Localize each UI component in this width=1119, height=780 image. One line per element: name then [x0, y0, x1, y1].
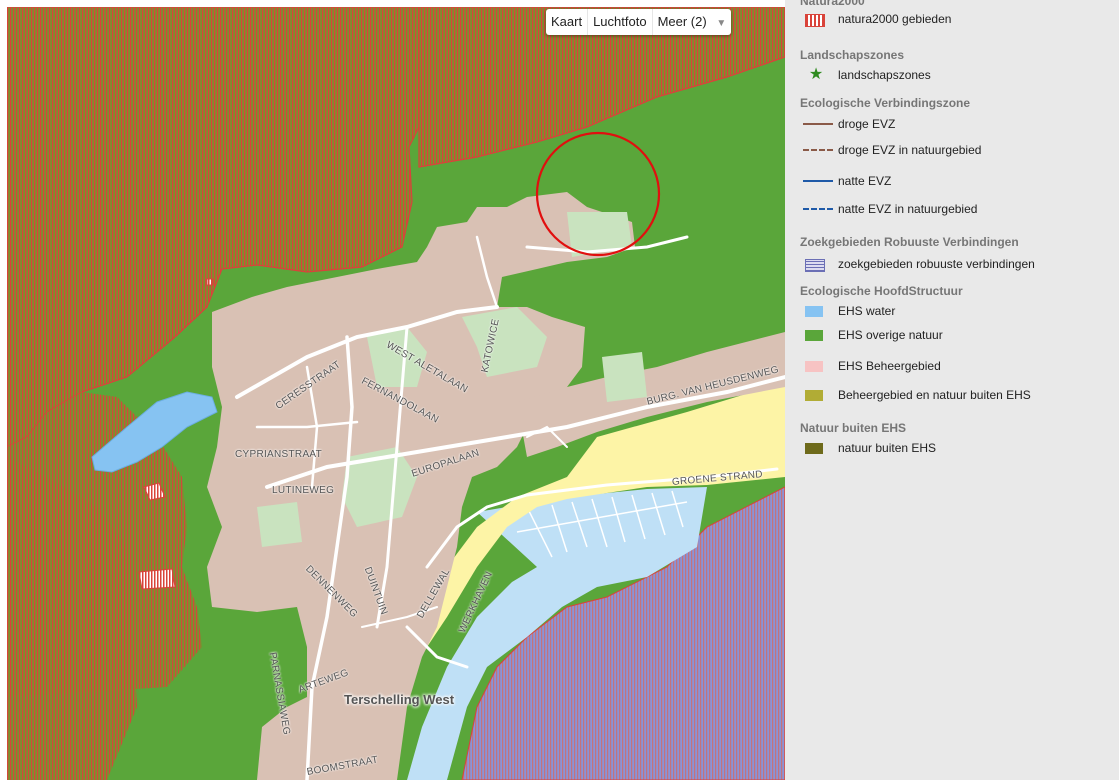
place-name: Terschelling West	[344, 692, 455, 707]
legend-item-natuur-buiten: natuur buiten EHS	[803, 440, 936, 456]
street-label: LUTINEWEG	[272, 485, 335, 496]
legend-item-ehs-beheer: EHS Beheergebied	[803, 358, 941, 374]
legend-item-label: natura2000 gebieden	[838, 12, 952, 26]
legend-group-title: Ecologische HoofdStructuur	[800, 284, 963, 298]
legend-item-label: EHS water	[838, 304, 896, 318]
legend-item-label: landschapszones	[838, 68, 931, 82]
map-canvas[interactable]: Kaart Luchtfoto Meer (2) ▼ WEST ALETALAA…	[7, 7, 785, 780]
map-layers	[7, 7, 785, 780]
legend-item-droge-evz-natuur: droge EVZ in natuurgebied	[803, 142, 981, 158]
beach-area	[417, 382, 785, 647]
striped-purple-box-icon	[803, 257, 829, 272]
roads	[235, 235, 785, 780]
map-type-control: Kaart Luchtfoto Meer (2) ▼	[546, 9, 732, 35]
luchtfoto-button[interactable]: Luchtfoto	[587, 9, 652, 35]
meer-label: Meer (2)	[657, 14, 707, 29]
legend-item-label: zoekgebieden robuuste verbindingen	[838, 257, 1035, 271]
legend-item-droge-evz: droge EVZ	[803, 116, 895, 132]
built-up-east	[517, 332, 785, 457]
legend-item-label: droge EVZ in natuurgebied	[838, 143, 982, 157]
color-box-icon	[803, 328, 829, 342]
legend-item-label: natte EVZ	[838, 174, 892, 188]
color-box-icon	[803, 304, 829, 318]
solid-brown-line-icon	[803, 117, 833, 131]
legend-group-title: Landschapszones	[800, 48, 905, 62]
legend-group-title: Natuur buiten EHS	[800, 421, 907, 435]
legend-group-title: Natura2000	[800, 0, 865, 8]
legend-item-label: natuur buiten EHS	[838, 441, 937, 455]
legend-item-natura2000: natura2000 gebieden	[803, 11, 951, 27]
legend-group-title: Ecologische Verbindingszone	[800, 96, 971, 110]
street-label: CYPRIANSTRAAT	[235, 449, 323, 460]
legend-item-ehs-water: EHS water	[803, 303, 895, 319]
legend-item-label: EHS Beheergebied	[838, 359, 941, 373]
color-box-icon	[803, 441, 829, 455]
color-box-icon	[803, 388, 829, 402]
legend-item-landschapszones: ★ landschapszones	[803, 67, 931, 83]
legend-panel: Natura2000 natura2000 gebieden Landschap…	[785, 0, 1119, 780]
color-box-icon	[803, 359, 829, 373]
green-star-icon: ★	[808, 66, 824, 83]
meer-dropdown[interactable]: Meer (2) ▼	[651, 9, 732, 35]
highlight-circle	[535, 131, 661, 257]
harbour-water	[407, 487, 707, 780]
dashed-blue-line-icon	[803, 202, 833, 216]
chevron-down-icon: ▼	[716, 18, 727, 29]
legend-item-ehs-overige: EHS overige natuur	[803, 327, 943, 343]
legend-item-natte-evz-natuur: natte EVZ in natuurgebied	[803, 201, 977, 217]
harbour-jetties	[516, 490, 688, 558]
legend-item-label: Beheergebied en natuur buiten EHS	[838, 388, 1031, 402]
hatched-red-box-icon	[803, 12, 829, 27]
lake	[91, 391, 218, 473]
legend-group-title: Zoekgebieden Robuuste Verbindingen	[800, 235, 1019, 249]
legend-item-label: EHS overige natuur	[838, 328, 943, 342]
park-areas	[257, 212, 647, 547]
legend-item-label: natte EVZ in natuurgebied	[838, 202, 978, 216]
solid-blue-line-icon	[803, 174, 833, 188]
legend-item-beheer-buiten: Beheergebied en natuur buiten EHS	[803, 387, 1031, 403]
legend-item-natte-evz: natte EVZ	[803, 173, 891, 189]
small-natura-patches	[138, 278, 214, 590]
natura2000-area	[7, 7, 785, 780]
kaart-button[interactable]: Kaart	[551, 14, 583, 29]
legend-item-label: droge EVZ	[838, 117, 896, 131]
legend-item-zoekgebieden: zoekgebieden robuuste verbindingen	[803, 256, 1035, 272]
dashed-brown-line-icon	[803, 143, 833, 157]
